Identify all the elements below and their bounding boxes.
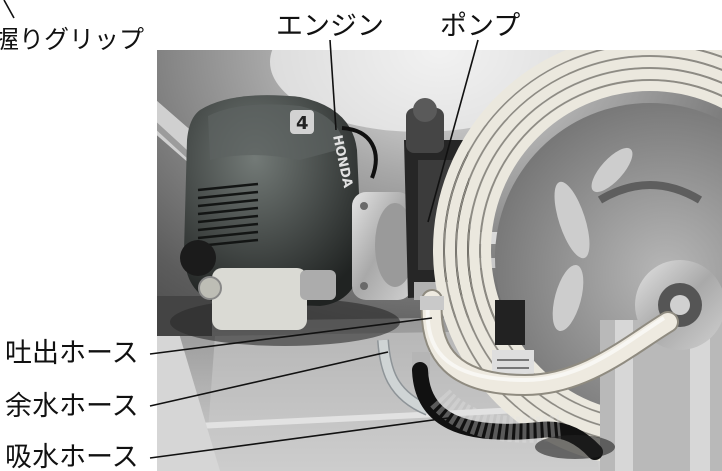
grip-label: 握りグリップ	[0, 25, 144, 54]
vent-slat	[197, 214, 259, 224]
callout-lines	[3, 0, 479, 459]
pump-label: ポンプ	[440, 11, 520, 42]
vent-slat	[197, 182, 259, 192]
surplus-hose-label: 余水ホース	[5, 391, 139, 422]
vent-slat	[197, 230, 259, 240]
vent-slat	[197, 198, 259, 208]
pump-leader-line	[427, 39, 479, 223]
grip-leader-line	[3, 0, 15, 19]
flange-bolt	[360, 202, 368, 210]
fuel-cap	[198, 276, 222, 300]
engine-leader-line	[329, 39, 337, 131]
suction-hose-label: 吸水ホース	[5, 442, 139, 471]
reel-frame-bar	[690, 320, 710, 471]
callout-labels: 握りグリップ エンジン ポンプ 吐出ホース 余水ホース 吸水ホース	[0, 11, 520, 471]
reel-arc	[597, 181, 703, 204]
spark-plug-wire	[341, 126, 378, 179]
pump-valve-knob	[413, 98, 437, 122]
surplus-hose-leader-line	[149, 351, 389, 407]
reel-hub-center	[670, 295, 690, 315]
engine-badge-logo: 4	[296, 113, 309, 134]
vent-slat	[197, 206, 259, 216]
carburetor	[300, 270, 336, 300]
flange-bolt	[360, 282, 368, 290]
fuel-tank	[212, 268, 307, 330]
surplus-hose	[378, 339, 430, 415]
discharge-hose-highlight	[425, 304, 666, 383]
hose-clamp	[420, 296, 444, 310]
reel-slot	[554, 181, 590, 259]
engine-vent-slats	[197, 182, 259, 248]
suction-hose-braid	[430, 388, 562, 443]
suction-hose-leader-line	[149, 417, 449, 459]
vent-slat	[197, 190, 259, 200]
discharge-hose	[422, 291, 677, 395]
pump-mount	[495, 300, 525, 345]
discharge-hose-label: 吐出ホース	[5, 338, 139, 369]
reel-slot	[591, 147, 633, 193]
floor-shadow	[535, 435, 615, 459]
vent-slat	[197, 222, 259, 232]
discharge-hose-leader-line	[149, 317, 433, 355]
pump-valve	[406, 108, 444, 153]
sprayer-photo: 4 HONDA	[157, 50, 722, 471]
engine-label: エンジン	[276, 11, 384, 42]
recoil-starter	[180, 240, 216, 276]
engine-badge-plate	[290, 110, 314, 134]
reel-slot	[552, 264, 584, 332]
left-frame-bar	[157, 330, 220, 471]
coupling-flange-inner	[375, 203, 415, 287]
